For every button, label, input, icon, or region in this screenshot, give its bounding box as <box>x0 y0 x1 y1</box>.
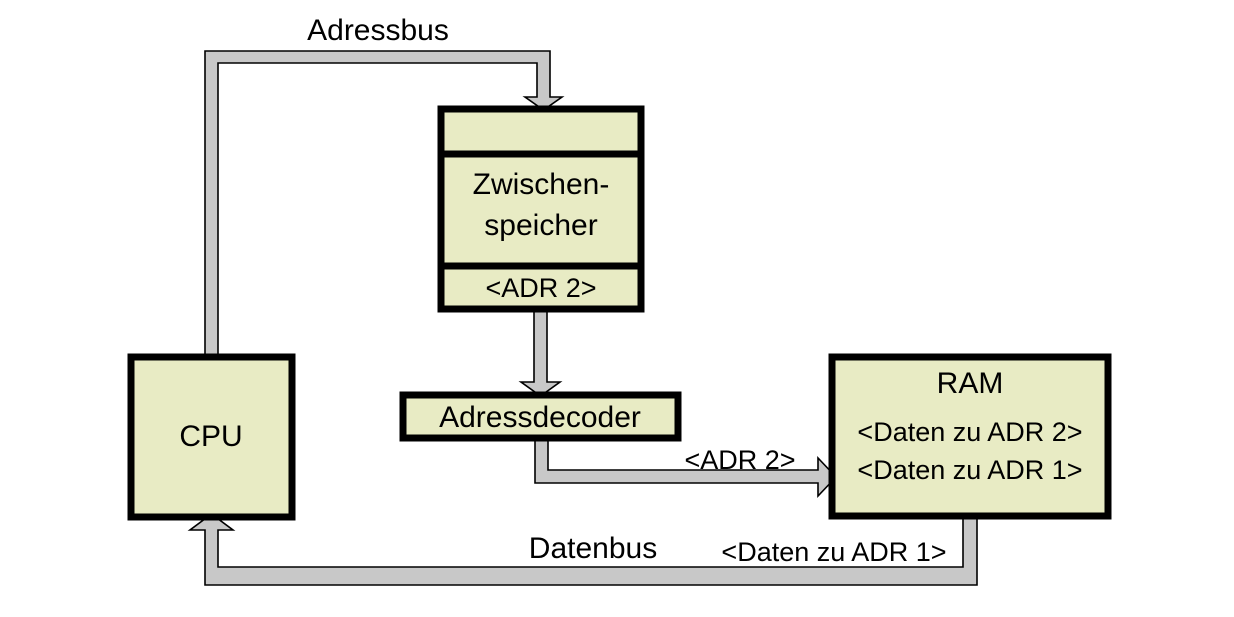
zwischenspeicher-box-rect[interactable] <box>437 105 645 313</box>
ram-line-2: <Daten zu ADR 1> <box>857 455 1083 485</box>
decoder-to-ram-label: <ADR 2> <box>684 445 796 475</box>
ram-box-rect[interactable] <box>828 353 1112 520</box>
block-ram[interactable] <box>828 353 1112 520</box>
adressdecoder-label: Adressdecoder <box>439 401 641 434</box>
zwischenspeicher-value: <ADR 2> <box>485 273 597 303</box>
datenbus-payload-label: <Daten zu ADR 1> <box>721 537 947 567</box>
datenbus-label: Datenbus <box>528 532 658 565</box>
bus-datenbus <box>187 513 978 586</box>
bus-adressbus <box>204 50 565 358</box>
zs-decoder-arrow-path <box>518 308 563 397</box>
block-adressdecoder[interactable] <box>399 391 682 442</box>
adressbus-label: Adressbus <box>307 14 449 47</box>
adressdecoder-box-rect[interactable] <box>399 391 682 442</box>
block-zwischenspeicher[interactable] <box>437 105 645 313</box>
arrow-zwischenspeicher-to-adressdecoder <box>518 308 563 397</box>
ram-title: RAM <box>936 367 1004 400</box>
decoder-ram-arrow-path <box>534 437 838 499</box>
cpu-label: CPU <box>179 420 243 453</box>
zwischenspeicher-label-line2: speicher <box>484 209 598 242</box>
datenbus-path <box>187 513 978 586</box>
block-cpu[interactable] <box>127 353 296 521</box>
cpu-box-rect[interactable] <box>127 353 296 521</box>
ram-line-1: <Daten zu ADR 2> <box>857 417 1083 447</box>
zwischenspeicher-label-line1: Zwischen- <box>472 168 610 201</box>
adressbus-path <box>204 50 565 358</box>
arrow-adressdecoder-to-ram <box>534 437 838 499</box>
